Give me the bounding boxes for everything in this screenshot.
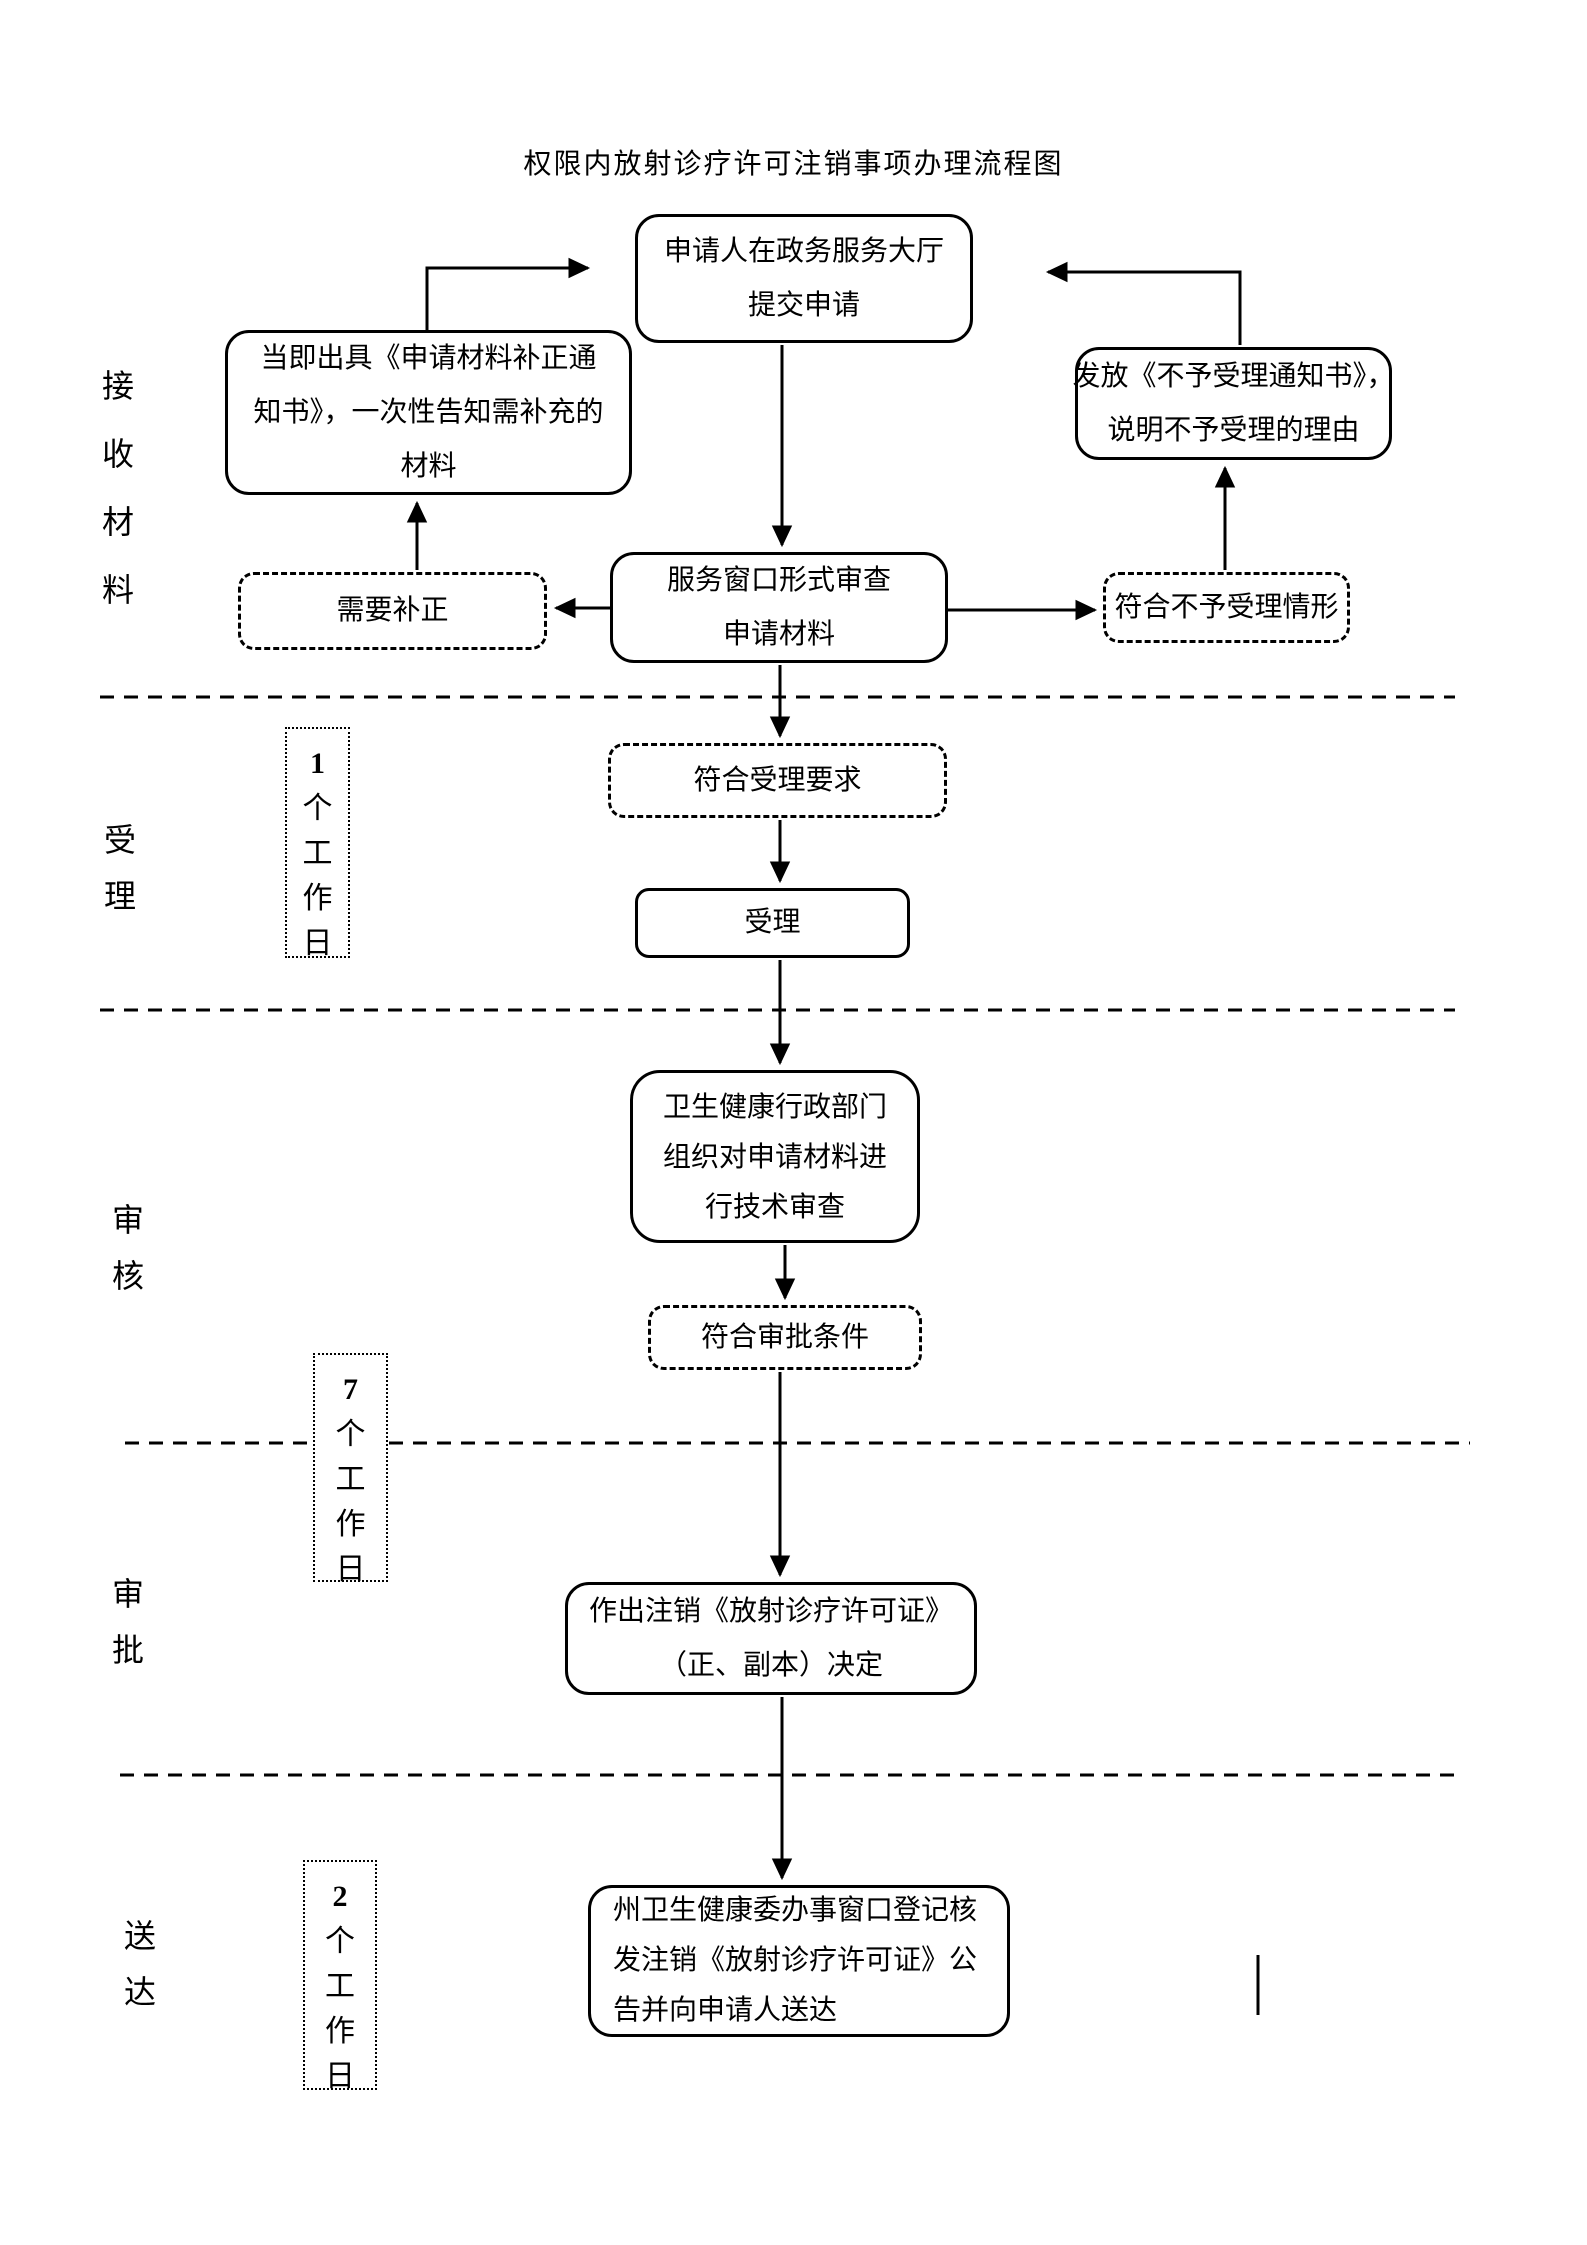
node-submit-application: 申请人在政务服务大厅 提交申请 — [635, 214, 973, 343]
stage-label-approve: 审批 — [111, 1576, 144, 1668]
arrow-supplement-to-submit — [425, 257, 591, 332]
node-cancellation-decision: 作出注销《放射诊疗许可证》 （正、副本）决定 — [565, 1582, 977, 1695]
duration-review-text: 7个工作日 — [335, 1373, 366, 1586]
node-window-review: 服务窗口形式审查 申请材料 — [610, 552, 948, 663]
node-deliver-result: 州卫生健康委办事窗口登记核 发注销《放射诊疗许可证》公 告并向申请人送达 — [588, 1885, 1010, 2037]
node-need-supplement: 需要补正 — [238, 572, 547, 650]
node-accept: 受理 — [635, 888, 910, 958]
duration-accept-text: 1个工作日 — [302, 747, 333, 960]
duration-deliver-text: 2个工作日 — [325, 1880, 355, 2093]
node-technical-review: 卫生健康行政部门 组织对申请材料进 行技术审查 — [630, 1070, 920, 1243]
flowchart-title: 权限内放射诊疗许可注销事项办理流程图 — [523, 149, 1064, 180]
stage-label-receive-materials: 接收材料 — [101, 368, 134, 608]
node-supplement-notice: 当即出具《申请材料补正通 知书》，一次性告知需补充的 材料 — [225, 330, 632, 495]
duration-deliver-box: 2个工作日 — [303, 1860, 377, 2093]
duration-review-box: 7个工作日 — [313, 1353, 388, 1586]
node-reject-notice: 发放《不予受理通知书》， 说明不予受理的理由 — [1073, 347, 1395, 460]
duration-accept-box: 1个工作日 — [285, 727, 350, 960]
node-meet-accept-requirement: 符合受理要求 — [608, 743, 947, 818]
node-meet-approval-condition: 符合审批条件 — [648, 1305, 922, 1370]
stage-label-accept: 受理 — [103, 822, 136, 914]
stage-label-review: 审核 — [111, 1202, 144, 1294]
node-reject-case: 符合不予受理情形 — [1103, 572, 1350, 643]
arrow-reject-to-submit — [1045, 261, 1242, 345]
stage-label-deliver: 送达 — [123, 1918, 156, 2010]
